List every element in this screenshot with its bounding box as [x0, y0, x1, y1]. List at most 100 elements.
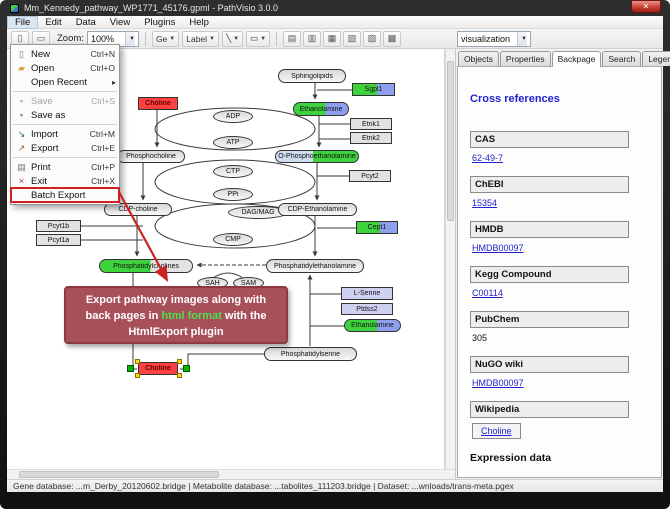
pathway-node-pcyt2[interactable]: Pcyt2: [349, 170, 391, 182]
menu-item-label: Save: [31, 95, 53, 107]
node-label: Cept1: [367, 224, 387, 231]
section-value[interactable]: HMDB00097: [472, 378, 524, 388]
menu-item-open-recent[interactable]: Open Recent▸: [11, 75, 119, 89]
distribute-horizontal-button[interactable]: ▨: [363, 30, 382, 47]
pathway-node-ptdss2[interactable]: Ptdss2: [341, 303, 393, 315]
pathway-node-o-phosphoethanolamine[interactable]: O-Phosphoethanolamine: [275, 150, 359, 163]
pathway-node-phosphatidylethanolamine[interactable]: Phosphatidylethanolamine: [266, 259, 364, 273]
vertical-scrollbar[interactable]: [445, 49, 455, 469]
menubar-item-file[interactable]: File: [7, 15, 39, 29]
menubar-item-edit[interactable]: Edit: [45, 16, 62, 28]
pathway-node-choline[interactable]: Choline: [138, 97, 178, 110]
scrollbar-thumb[interactable]: [447, 61, 454, 221]
node-label: SAM: [240, 279, 257, 287]
node-label: Phosphatidylethanolamine: [273, 262, 357, 270]
menubar-item-help[interactable]: Help: [189, 16, 209, 28]
pathway-node-sphingolipids[interactable]: Sphingolipids: [278, 69, 346, 83]
scrollbar-thumb[interactable]: [19, 471, 219, 478]
datanode-tool-button[interactable]: Ge▼: [151, 30, 180, 47]
pathway-node-etnk1[interactable]: Etnk1: [350, 118, 392, 130]
section-value[interactable]: 15354: [472, 198, 498, 208]
tab-objects[interactable]: Objects: [458, 51, 499, 66]
section-value[interactable]: C00114: [472, 288, 503, 298]
pathway-node-ppi[interactable]: PPi: [213, 188, 253, 201]
line-tool-button[interactable]: ╲▼: [222, 30, 244, 47]
menu-item-shortcut: Ctrl+P: [91, 162, 115, 172]
selection-handle[interactable]: [135, 359, 140, 364]
pathway-node-ctp[interactable]: CTP: [213, 165, 253, 178]
node-label: Phosphatidylserine: [280, 350, 341, 358]
expression-data-heading: Expression data: [470, 452, 552, 464]
anchor-port[interactable]: [183, 364, 190, 372]
selection-handle[interactable]: [177, 373, 182, 378]
pathway-node-phosphatidylcholines[interactable]: Phosphatidylcholines: [99, 259, 193, 273]
menu-separator: [13, 157, 117, 158]
align-center-button[interactable]: ▥: [303, 30, 322, 47]
distribute-vertical-button[interactable]: ▩: [383, 30, 402, 47]
pathway-node-cdp-ethanolamine[interactable]: CDP-Ethanolamine: [278, 203, 357, 216]
zoom-value: 100%: [90, 33, 114, 44]
section-header: ChEBI: [470, 176, 630, 193]
tab-search[interactable]: Search: [602, 51, 642, 66]
menu-item-save-as[interactable]: ▪Save as: [11, 108, 119, 122]
pathway-node-etnk2[interactable]: Etnk2: [350, 132, 392, 144]
align-top-button[interactable]: ▧: [343, 30, 362, 47]
menu-item-batch-export[interactable]: Batch Export: [10, 187, 120, 203]
node-label: Pcyt1a: [47, 236, 70, 244]
pathway-node-phosphocholine[interactable]: Phosphocholine: [117, 150, 185, 163]
new-file-icon: ▯: [19, 48, 24, 59]
zoom-combo[interactable]: 100% ▼: [86, 30, 139, 47]
menubar-item-data[interactable]: Data: [75, 16, 96, 28]
menubar-item-plugins[interactable]: Plugins: [144, 16, 176, 28]
pathway-node-sgpl1[interactable]: Sgpl1: [352, 83, 395, 96]
selection-handle[interactable]: [177, 359, 182, 364]
pathway-node-ethanolamine[interactable]: Ethanolamine: [293, 102, 349, 116]
pathway-node-cept1[interactable]: Cept1: [356, 221, 398, 234]
label-tool-button[interactable]: Label▼: [182, 30, 219, 47]
datanode-tool-icon: Ge: [155, 33, 168, 44]
toolbar-align-tools: ▤▥▦▧▨▩: [283, 30, 402, 47]
pathway-node-ethanolamine[interactable]: Ethanolamine: [344, 319, 401, 332]
horizontal-scrollbar[interactable]: [7, 469, 455, 479]
pathway-node-choline[interactable]: Choline: [127, 359, 190, 378]
pathway-node-phosphatidylserine[interactable]: Phosphatidylserine: [264, 347, 357, 361]
app-icon: [10, 3, 19, 13]
pathway-node-pcyt1b[interactable]: Pcyt1b: [36, 220, 81, 232]
selection-handle[interactable]: [135, 373, 140, 378]
anchor-port[interactable]: [127, 364, 134, 372]
node-label: Sphingolipids: [291, 72, 333, 80]
node-label: L-Serine: [353, 290, 381, 297]
menu-item-shortcut: Ctrl+E: [91, 143, 115, 153]
menu-item-shortcut: Ctrl+O: [90, 63, 115, 73]
close-button[interactable]: ✕: [631, 0, 661, 13]
pathway-node-l-serine[interactable]: L-Serine: [341, 287, 393, 300]
section-value[interactable]: HMDB00097: [472, 243, 524, 253]
section-value[interactable]: 62-49-7: [472, 153, 504, 163]
node-label: ADP: [225, 113, 241, 120]
align-left-button[interactable]: ▤: [283, 30, 302, 47]
pathway-node-adp[interactable]: ADP: [213, 110, 253, 123]
menu-item-label: Open: [31, 62, 55, 74]
section-value[interactable]: Choline: [472, 423, 521, 439]
title-bar[interactable]: Mm_Kennedy_pathway_WP1771_45176.gpml - P…: [0, 0, 670, 16]
menubar-item-view[interactable]: View: [109, 16, 131, 28]
tab-backpage[interactable]: Backpage: [551, 51, 602, 67]
pathway-node-atp[interactable]: ATP: [213, 136, 253, 149]
pathway-node-pcyt1a[interactable]: Pcyt1a: [36, 234, 81, 246]
tab-properties[interactable]: Properties: [499, 51, 551, 66]
callout-text: with the HtmlExport plugin: [128, 309, 267, 338]
pathway-node-cmp[interactable]: CMP: [213, 233, 253, 246]
align-right-button[interactable]: ▦: [323, 30, 342, 47]
visualization-combo[interactable]: visualization ▼: [457, 30, 531, 47]
shape-tool-icon: ▭: [250, 33, 259, 43]
tab-legend[interactable]: Legend: [642, 51, 670, 66]
shape-tool-button[interactable]: ▭▼: [246, 30, 271, 47]
